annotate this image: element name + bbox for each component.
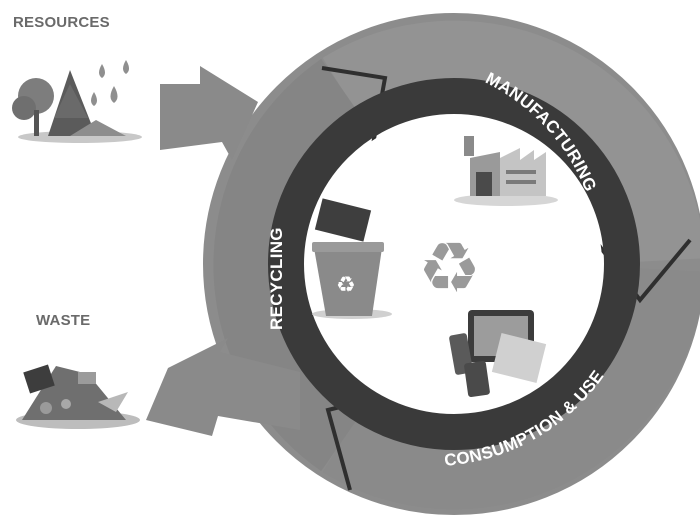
waste-pile-icon — [16, 364, 140, 429]
factory-icon — [454, 136, 558, 206]
waste-output-arrow — [146, 338, 300, 436]
outer-ring-segment-consumption — [322, 267, 700, 510]
tablet-and-phone-icon — [449, 310, 547, 397]
recycle-symbol-icon: ♻ — [418, 227, 481, 309]
waste-label: WASTE — [36, 312, 91, 329]
resources-input-arrow — [160, 66, 258, 160]
resources-label: RESOURCES — [13, 14, 110, 31]
recycling-bin-icon: ♻ — [312, 198, 392, 319]
recycling-label: RECYCLING — [267, 227, 286, 330]
svg-text:♻: ♻ — [336, 273, 356, 298]
trees-and-water-drops-icon — [12, 60, 142, 143]
outer-ring-segment-manufacturing — [322, 20, 700, 263]
inner-ring — [268, 78, 640, 450]
